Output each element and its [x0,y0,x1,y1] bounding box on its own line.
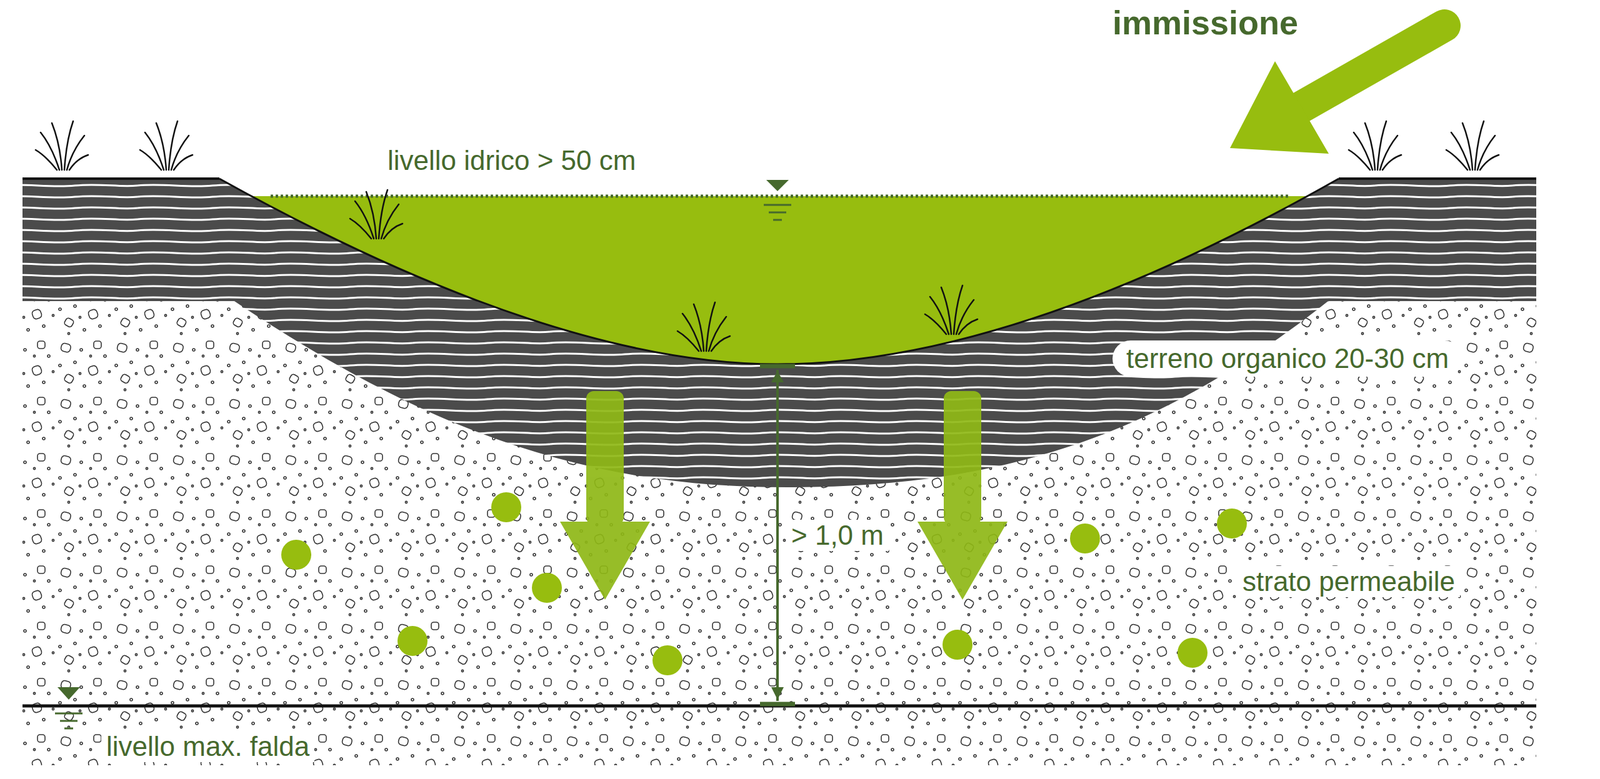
inflow-label: immissione [1112,5,1299,41]
dimension-label: > 1,0 m [786,520,889,552]
organic-soil-label: terreno organico 20-30 cm [1112,340,1463,377]
groundwater-label: livello max. falda [101,731,315,763]
water-level-label: livello idrico > 50 cm [387,146,636,175]
permeable-layer-label: strato permeabile [1237,566,1460,598]
